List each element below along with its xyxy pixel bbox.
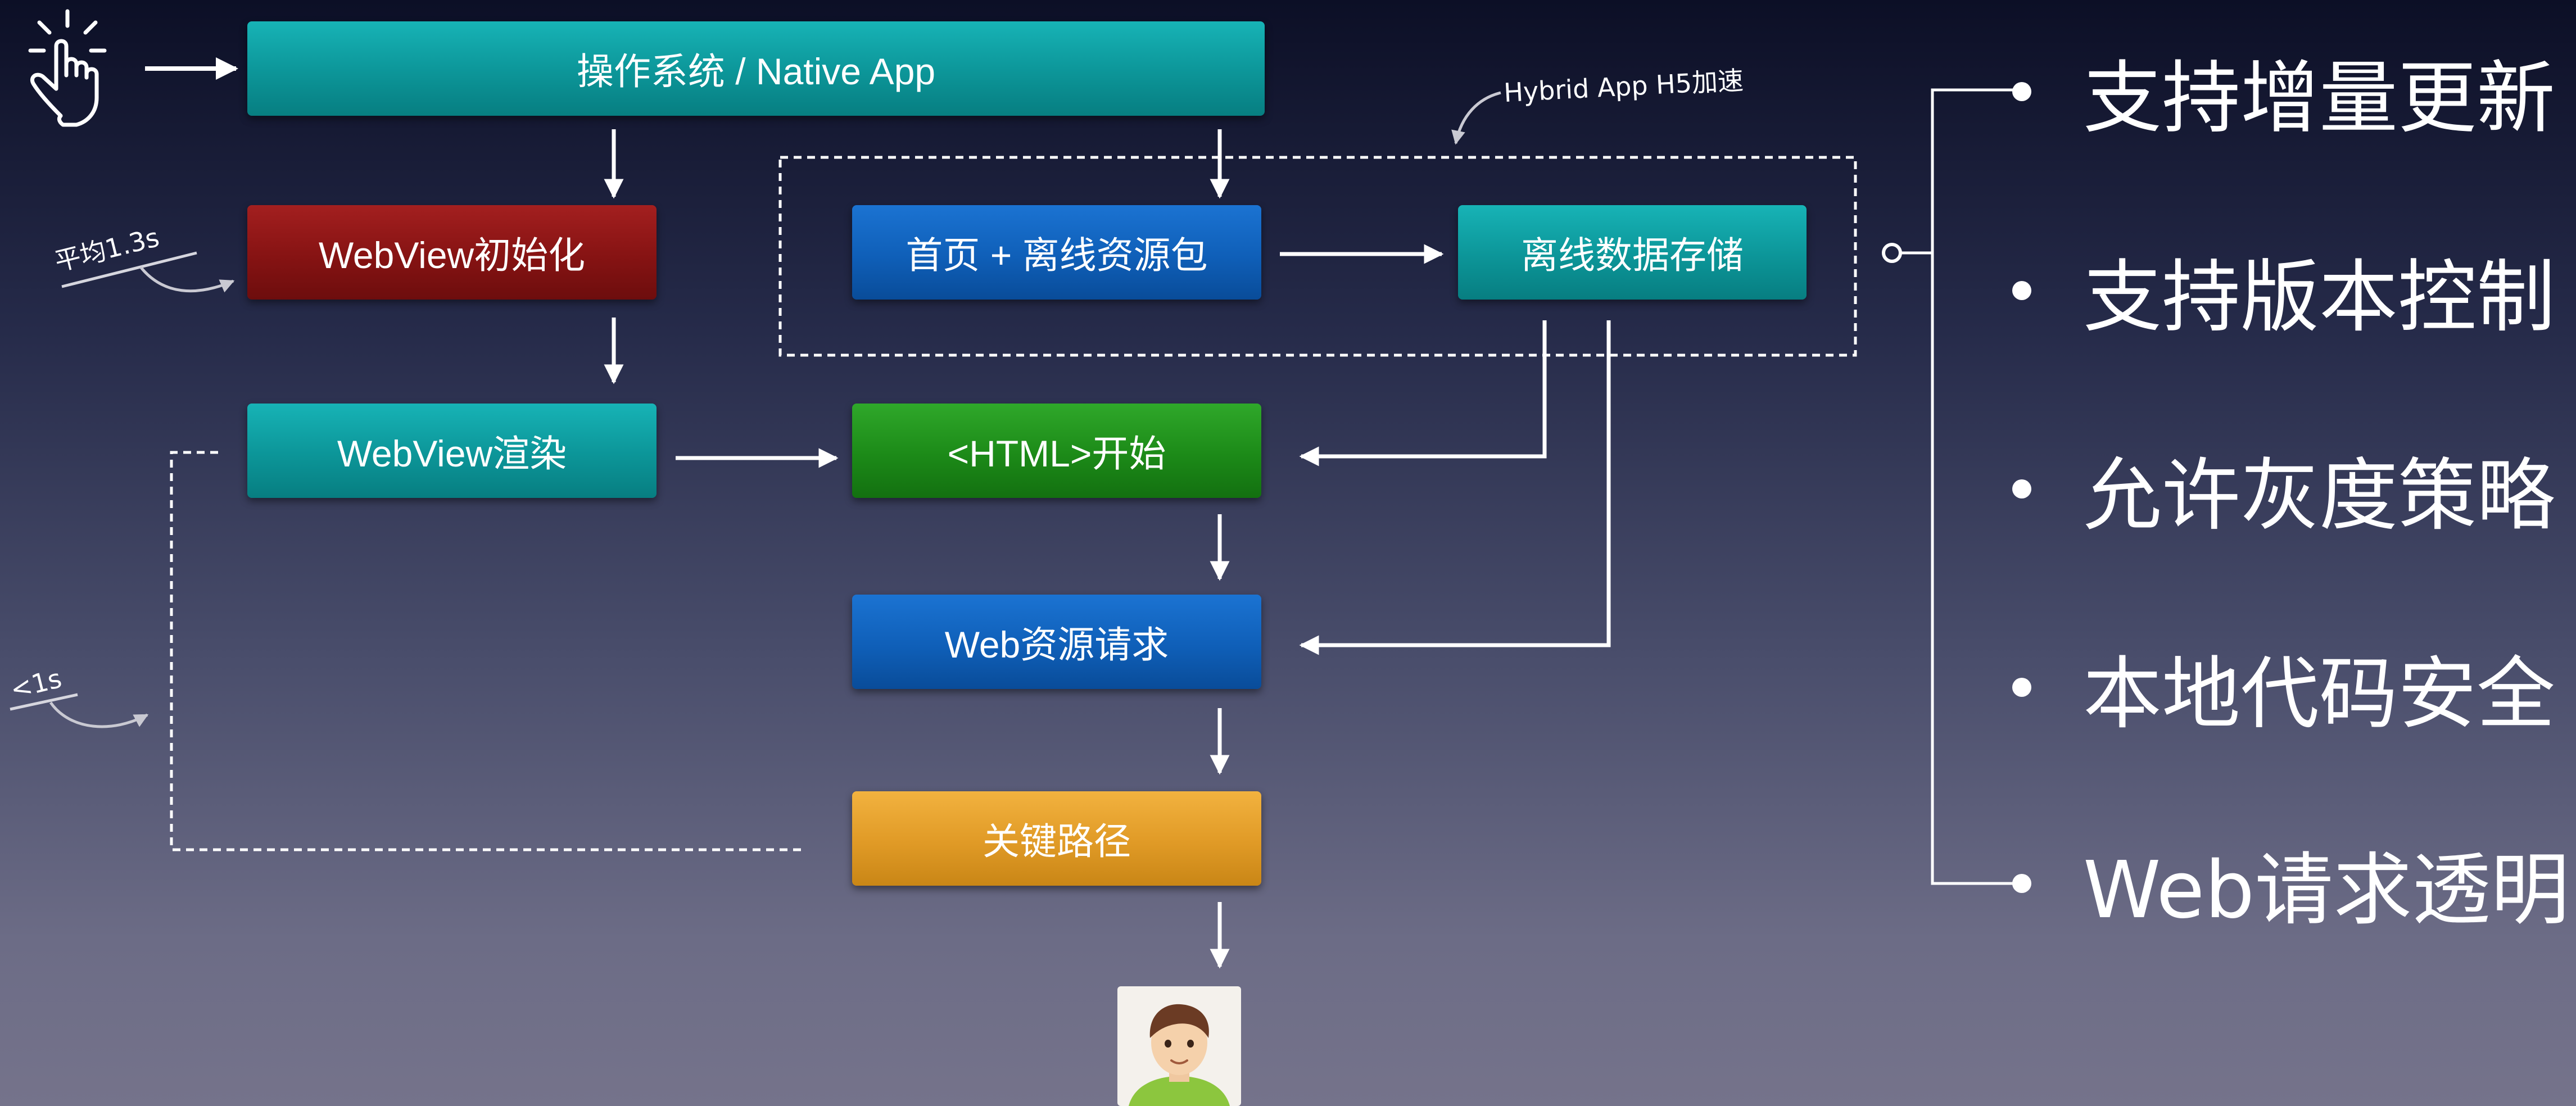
feature-item: 支持版本控制 (2012, 248, 2574, 343)
feature-item: 本地代码安全 (2012, 645, 2574, 740)
feature-text: 允许灰度策略 (2083, 450, 2556, 542)
bullet-dot (2012, 281, 2031, 300)
bullet-dot (2012, 678, 2031, 697)
feature-item: 支持增量更新 (2012, 49, 2574, 144)
bullet-dot (2012, 82, 2031, 101)
feature-item: 允许灰度策略 (2012, 447, 2574, 542)
feature-text: 本地代码安全 (2083, 649, 2556, 740)
feature-text: 支持增量更新 (2083, 53, 2556, 144)
offline-storage-box: 离线数据存储 (1458, 205, 1807, 300)
native-app-box: 操作系统 / Native App (247, 21, 1265, 116)
homepage-package-box: 首页 + 离线资源包 (852, 205, 1261, 300)
html-start-box: <HTML>开始 (852, 404, 1261, 498)
feature-text: Web请求透明 (2083, 845, 2570, 936)
webview-render-box: WebView渲染 (247, 404, 657, 498)
webview-init-box: WebView初始化 (247, 205, 657, 300)
feature-text: 支持版本控制 (2083, 252, 2556, 343)
feature-item: Web请求透明 (2012, 841, 2574, 936)
critical-path-box: 关键路径 (852, 791, 1261, 886)
web-request-box: Web资源请求 (852, 595, 1261, 689)
bullet-dot (2012, 479, 2031, 498)
tap-hand-icon (28, 9, 107, 127)
bullet-dot (2012, 874, 2031, 893)
user-avatar-icon (1117, 986, 1241, 1106)
